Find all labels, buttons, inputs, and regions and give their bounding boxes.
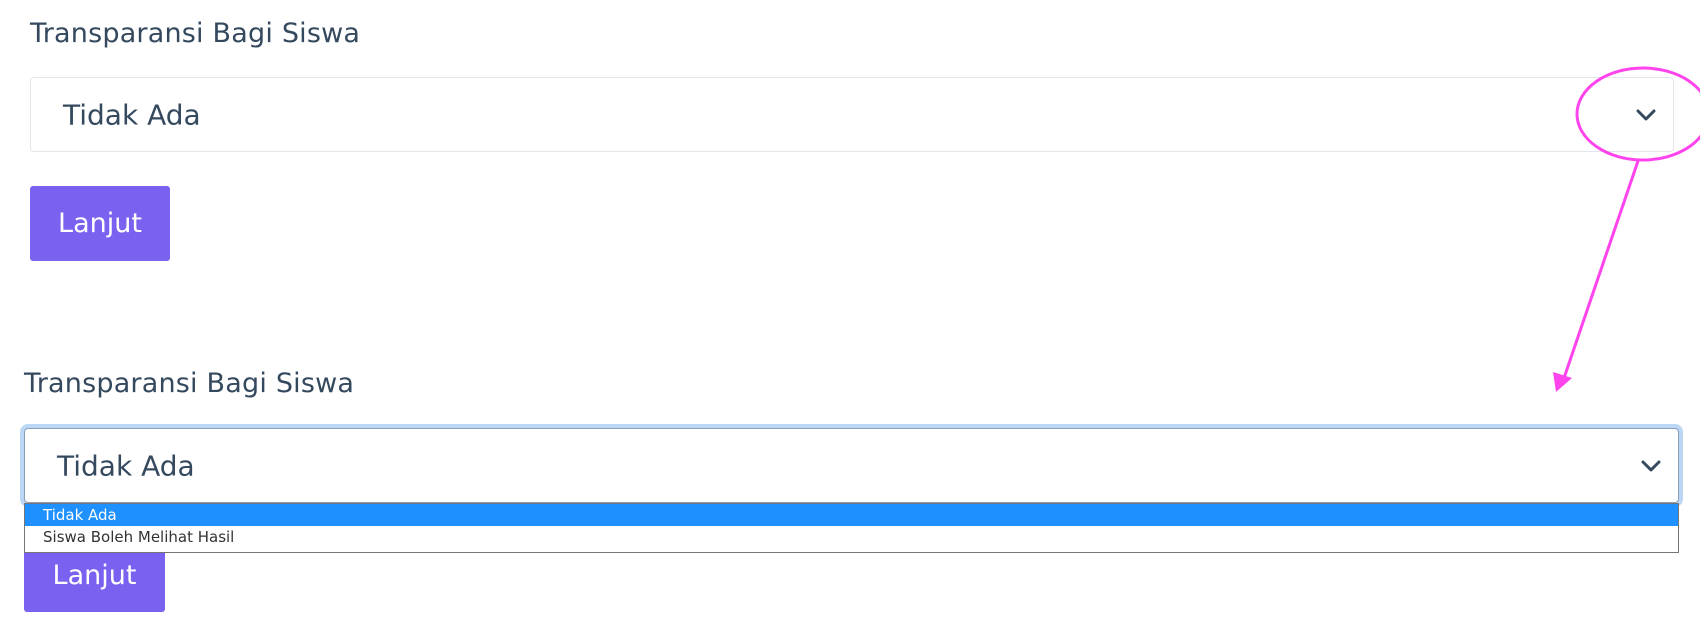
option-tidak-ada[interactable]: Tidak Ada [25, 504, 1678, 526]
chevron-down-icon [1636, 109, 1656, 120]
top-lanjut-button[interactable]: Lanjut [30, 186, 170, 261]
option-siswa-boleh-melihat-hasil[interactable]: Siswa Boleh Melihat Hasil [43, 528, 235, 546]
bottom-transparansi-select[interactable]: Tidak Ada [24, 428, 1679, 503]
top-select-value: Tidak Ada [63, 98, 201, 131]
bottom-field-label: Transparansi Bagi Siswa [24, 368, 355, 399]
bottom-select-value: Tidak Ada [57, 449, 195, 482]
arrow-pointer [1553, 160, 1640, 392]
top-transparansi-select[interactable]: Tidak Ada [30, 77, 1674, 152]
select-options-dropdown: Tidak Ada Siswa Boleh Melihat Hasil [24, 503, 1679, 553]
top-field-label: Transparansi Bagi Siswa [30, 18, 361, 49]
chevron-down-icon [1641, 460, 1661, 471]
